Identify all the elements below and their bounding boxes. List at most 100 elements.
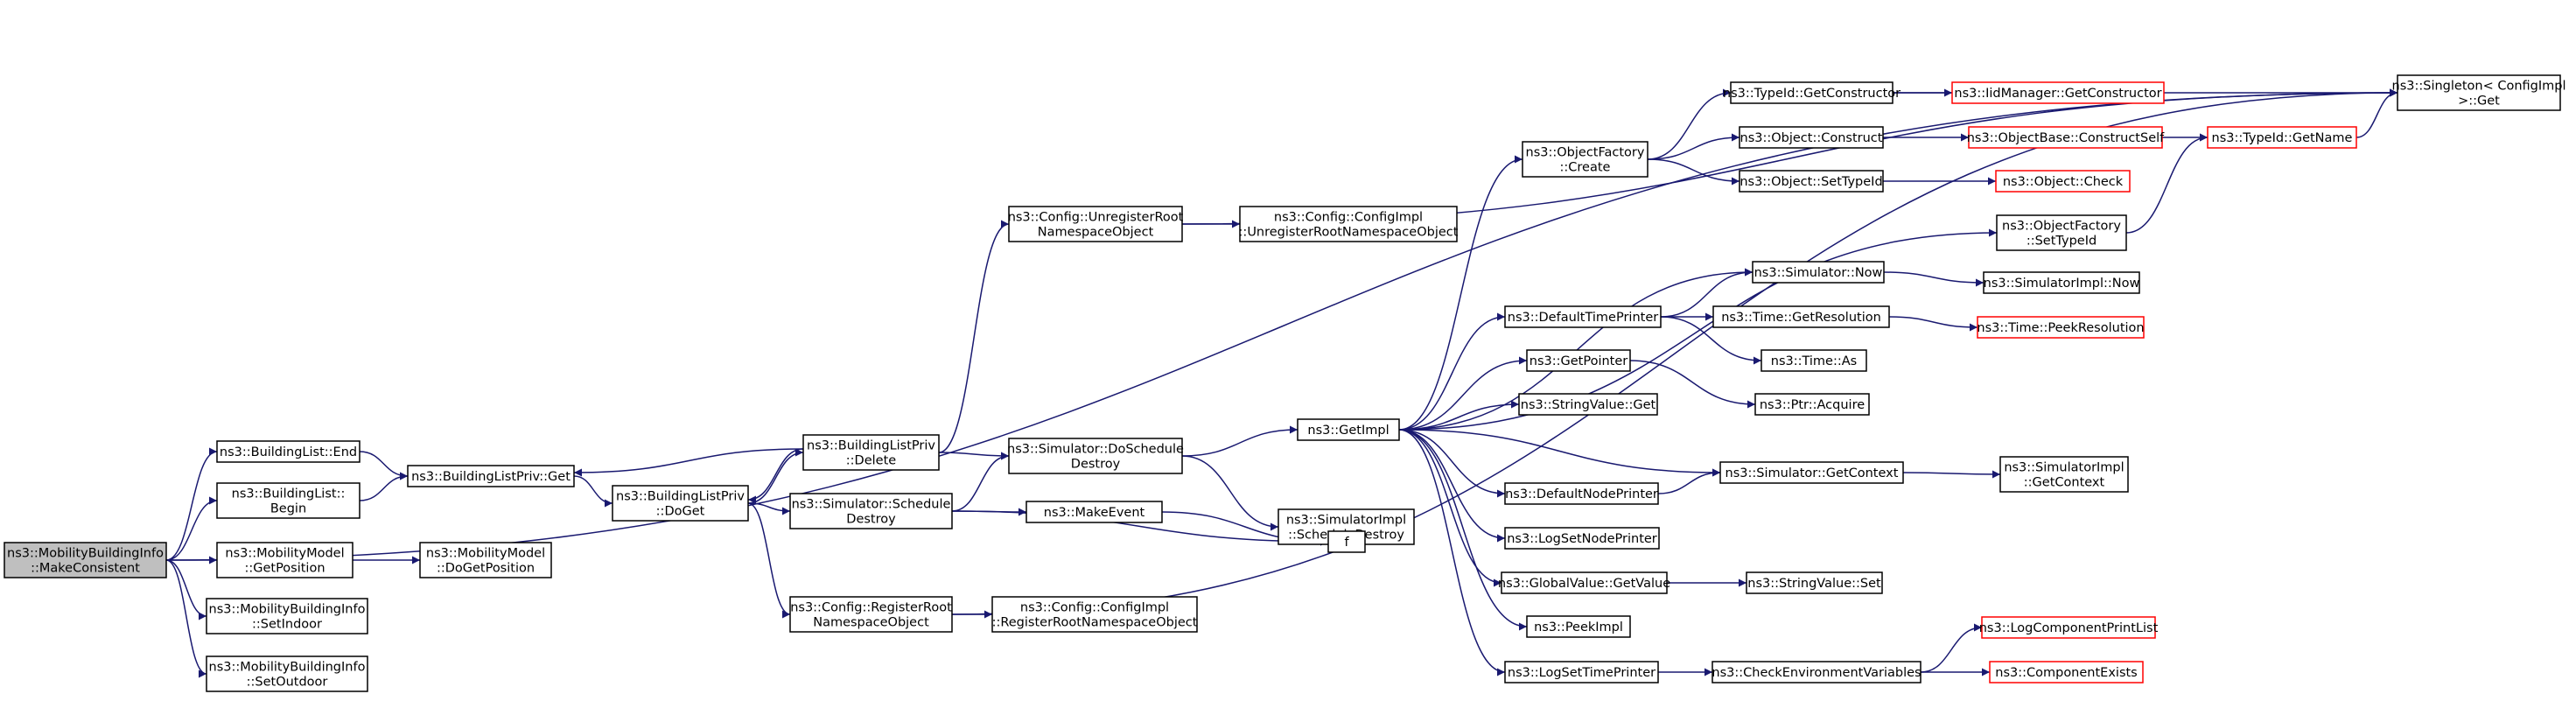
- node-label-cfgImplUnreg-1: ::UnregisterRootNamespaceObject: [1239, 226, 1459, 240]
- node-cfgImplUnreg[interactable]: ns3::Config::ConfigImpl::UnregisterRootN…: [1239, 206, 1459, 242]
- edge-simNow-to-simImplNow: [1883, 271, 1984, 287]
- node-label-singletonGet-0: ns3::Singleton< ConfigImpl: [2392, 80, 2566, 94]
- node-timeGetRes[interactable]: ns3::Time::GetResolution: [1712, 305, 1890, 328]
- node-iidMgrGetCtor[interactable]: ns3::IidManager::GetConstructor: [1951, 81, 2165, 104]
- node-root[interactable]: ns3::MobilityBuildingInfo::MakeConsisten…: [4, 542, 167, 578]
- edge-root-to-blBegin: [165, 496, 218, 561]
- node-objBaseConstructSelf[interactable]: ns3::ObjectBase::ConstructSelf: [1967, 126, 2165, 149]
- edge-getImpl-to-getPointer: [1398, 356, 1528, 431]
- node-blEnd[interactable]: ns3::BuildingList::End: [216, 440, 360, 463]
- node-peekImpl[interactable]: ns3::PeekImpl: [1526, 615, 1631, 638]
- node-simImplNow[interactable]: ns3::SimulatorImpl::Now: [1983, 271, 2140, 294]
- node-ofSetTypeId[interactable]: ns3::ObjectFactory::SetTypeId: [1996, 214, 2127, 251]
- node-simImplGetContext[interactable]: ns3::SimulatorImpl::GetContext: [1999, 456, 2129, 493]
- node-label-mbiOutdoor-1: ::SetOutdoor: [247, 676, 328, 690]
- node-label-ofCreate-1: ::Create: [1560, 161, 1611, 175]
- node-label-mbiIndoor-1: ::SetIndoor: [252, 618, 322, 632]
- node-tidGetCtor[interactable]: ns3::TypeId::GetConstructor: [1723, 81, 1900, 104]
- node-label-f-0: f: [1344, 536, 1349, 550]
- node-blpDoGet[interactable]: ns3::BuildingListPriv::DoGet: [612, 485, 749, 522]
- node-timeAs[interactable]: ns3::Time::As: [1760, 349, 1867, 372]
- node-label-objBaseConstructSelf-0: ns3::ObjectBase::ConstructSelf: [1967, 131, 2165, 145]
- edge-getImpl-to-simGetContext: [1398, 429, 1721, 477]
- node-ofCreate[interactable]: ns3::ObjectFactory::Create: [1522, 141, 1648, 178]
- edge-defTimePrinter-to-timeAs: [1660, 316, 1762, 365]
- node-label-checkEnv-0: ns3::CheckEnvironmentVariables: [1712, 666, 1921, 680]
- edge-blpDelete-to-blpGet: [573, 448, 804, 477]
- node-makeEvent[interactable]: ns3::MakeEvent: [1026, 501, 1163, 523]
- node-label-blBegin-1: Begin: [270, 502, 306, 516]
- node-ptrAcquire[interactable]: ns3::Ptr::Acquire: [1754, 393, 1870, 416]
- edge-blpDoGet-to-cfgRegRoot: [747, 502, 791, 619]
- node-checkEnv[interactable]: ns3::CheckEnvironmentVariables: [1712, 661, 1922, 683]
- node-mmGetPos[interactable]: ns3::MobilityModel::GetPosition: [216, 542, 354, 578]
- node-strValSet[interactable]: ns3::StringValue::Set: [1746, 571, 1883, 594]
- node-objSetTypeId[interactable]: ns3::Object::SetTypeId: [1739, 170, 1884, 193]
- node-objConstruct[interactable]: ns3::Object::Construct: [1739, 126, 1884, 149]
- node-label-ofSetTypeId-0: ns3::ObjectFactory: [2002, 220, 2121, 234]
- node-label-ofSetTypeId-1: ::SetTypeId: [2026, 235, 2096, 249]
- node-blBegin[interactable]: ns3::BuildingList::Begin: [216, 482, 360, 519]
- edge-blpGet-to-blpDoGet: [573, 475, 613, 508]
- edge-getImpl-to-gvGetValue: [1398, 429, 1502, 587]
- node-cfgImplReg[interactable]: ns3::Config::ConfigImpl::RegisterRootNam…: [991, 596, 1198, 633]
- node-cfgUnregRoot[interactable]: ns3::Config::UnregisterRootNamespaceObje…: [1008, 206, 1184, 242]
- node-tidGetName[interactable]: ns3::TypeId::GetName: [2207, 126, 2357, 149]
- edge-getImpl-to-logSetNodePrinter: [1398, 429, 1506, 543]
- node-label-mmGetPos-1: ::GetPosition: [244, 562, 325, 576]
- node-logSetTimePrinter[interactable]: ns3::LogSetTimePrinter: [1504, 661, 1659, 683]
- node-label-cfgUnregRoot-1: NamespaceObject: [1038, 226, 1154, 240]
- node-singletonGet[interactable]: ns3::Singleton< ConfigImpl>::Get: [2392, 74, 2566, 111]
- node-getPointer[interactable]: ns3::GetPointer: [1526, 349, 1631, 372]
- node-label-strValSet-0: ns3::StringValue::Set: [1747, 577, 1881, 591]
- node-label-blEnd-0: ns3::BuildingList::End: [220, 445, 357, 459]
- edge-ofCreate-to-objSetTypeId: [1647, 158, 1740, 186]
- edge-cfgRegRoot-to-singletonGet: [951, 88, 2398, 615]
- node-label-getImpl-0: ns3::GetImpl: [1307, 424, 1389, 438]
- node-label-timePeekRes-0: ns3::Time::PeekResolution: [1977, 321, 2144, 335]
- node-logCompPrintList[interactable]: ns3::LogComponentPrintList: [1979, 616, 2159, 639]
- edge-defTimePrinter-to-simNow: [1660, 268, 1754, 318]
- node-defNodePrinter[interactable]: ns3::DefaultNodePrinter: [1504, 482, 1659, 505]
- edge-getImpl-to-ofSetTypeId: [1398, 228, 1998, 431]
- edge-tidGetName-to-singletonGet: [2356, 88, 2398, 138]
- node-label-gvGetValue-0: ns3::GlobalValue::GetValue: [1498, 577, 1670, 591]
- edge-getImpl-to-peekImpl: [1398, 429, 1528, 631]
- node-simGetContext[interactable]: ns3::Simulator::GetContext: [1719, 461, 1904, 484]
- node-label-objSetTypeId-0: ns3::Object::SetTypeId: [1740, 175, 1882, 189]
- node-label-compExists-0: ns3::ComponentExists: [1995, 666, 2138, 680]
- edge-simDoSchedDestroy-to-simImplSchedDestroy: [1181, 455, 1279, 531]
- node-strValGet[interactable]: ns3::StringValue::Get: [1518, 393, 1658, 416]
- node-gvGetValue[interactable]: ns3::GlobalValue::GetValue: [1498, 571, 1670, 594]
- node-cfgRegRoot[interactable]: ns3::Config::RegisterRootNamespaceObject: [789, 596, 953, 633]
- node-label-iidMgrGetCtor-0: ns3::IidManager::GetConstructor: [1954, 87, 2161, 101]
- edge-simDoSchedDestroy-to-getImpl: [1181, 425, 1298, 457]
- node-compExists[interactable]: ns3::ComponentExists: [1989, 661, 2144, 683]
- node-logSetNodePrinter[interactable]: ns3::LogSetNodePrinter: [1504, 527, 1660, 550]
- node-label-cfgRegRoot-0: ns3::Config::RegisterRoot: [790, 601, 952, 615]
- edge-getImpl-to-defNodePrinter: [1398, 429, 1506, 498]
- node-label-mmGetPos-0: ns3::MobilityModel: [225, 547, 344, 561]
- node-mmDoGetPos[interactable]: ns3::MobilityModel::DoGetPosition: [419, 542, 552, 578]
- node-f[interactable]: f: [1327, 530, 1366, 553]
- node-mbiIndoor[interactable]: ns3::MobilityBuildingInfo::SetIndoor: [206, 598, 368, 634]
- node-label-ofCreate-0: ns3::ObjectFactory: [1526, 146, 1645, 160]
- node-blpDelete[interactable]: ns3::BuildingListPriv::Delete: [802, 434, 940, 471]
- node-objCheck[interactable]: ns3::Object::Check: [1995, 170, 2131, 193]
- edge-simSchedDestroy-to-f: [951, 510, 1329, 546]
- node-label-simDoSchedDestroy-1: Destroy: [1071, 458, 1121, 472]
- node-timePeekRes[interactable]: ns3::Time::PeekResolution: [1977, 316, 2145, 339]
- node-blpGet[interactable]: ns3::BuildingListPriv::Get: [407, 465, 575, 487]
- node-defTimePrinter[interactable]: ns3::DefaultTimePrinter: [1504, 305, 1662, 328]
- edge-blpDoGet-to-simSchedDestroy: [747, 502, 791, 515]
- node-getImpl[interactable]: ns3::GetImpl: [1297, 418, 1400, 441]
- node-label-simImplSchedDestroy-0: ns3::SimulatorImpl: [1286, 514, 1406, 528]
- node-simNow[interactable]: ns3::Simulator::Now: [1752, 261, 1885, 284]
- edge-root-to-blEnd: [165, 447, 218, 561]
- node-label-objConstruct-0: ns3::Object::Construct: [1740, 131, 1883, 145]
- edge-getImpl-to-strValGet: [1398, 400, 1520, 431]
- node-mbiOutdoor[interactable]: ns3::MobilityBuildingInfo::SetOutdoor: [206, 655, 368, 692]
